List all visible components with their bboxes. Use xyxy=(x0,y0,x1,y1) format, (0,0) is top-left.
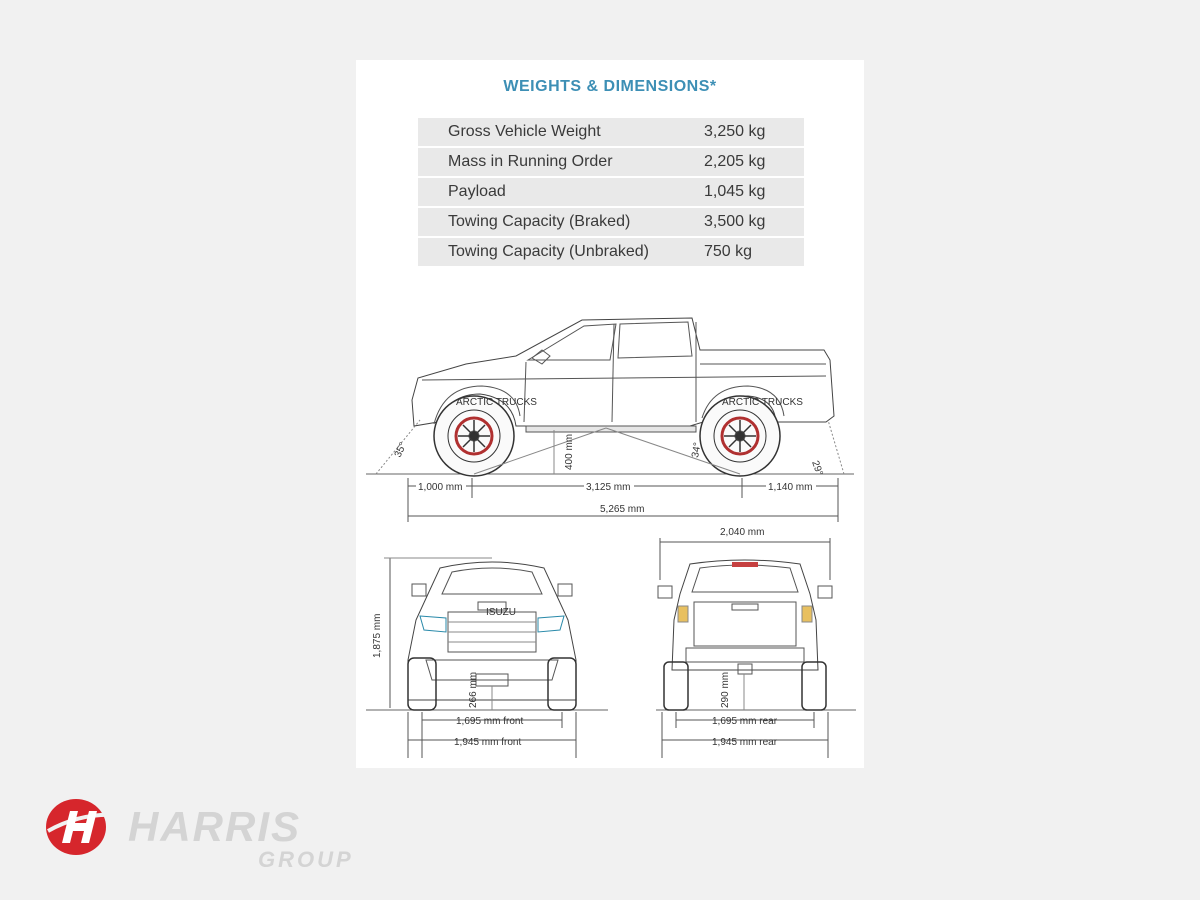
front-overhang-label: 1,000 mm xyxy=(418,482,462,493)
front-badge: ISUZU xyxy=(486,607,516,618)
height-label: 1,875 mm xyxy=(372,614,383,658)
weights-table: Gross Vehicle Weight 3,250 kg Mass in Ru… xyxy=(418,116,804,268)
sheet-title: WEIGHTS & DIMENSIONS* xyxy=(503,78,717,95)
rear-ground-clearance-label: 290 mm xyxy=(720,672,731,708)
rear-mirror-width-label: 2,040 mm xyxy=(720,527,764,538)
table-row: Payload 1,045 kg xyxy=(418,178,804,206)
rear-track-label: 1,695 mm rear xyxy=(712,716,778,727)
spec-label: Gross Vehicle Weight xyxy=(418,118,704,146)
table-row: Gross Vehicle Weight 3,250 kg xyxy=(418,118,804,146)
approach-angle-label: 35° xyxy=(393,441,409,459)
spec-label: Payload xyxy=(418,178,704,206)
overall-length-label: 5,265 mm xyxy=(600,504,644,515)
front-ground-clearance-label: 266 mm xyxy=(468,672,479,708)
table-row: Towing Capacity (Unbraked) 750 kg xyxy=(418,238,804,266)
spec-label: Towing Capacity (Unbraked) xyxy=(418,238,704,266)
spec-label: Mass in Running Order xyxy=(418,148,704,176)
spec-value: 3,500 kg xyxy=(704,208,804,236)
tire-sidewall-text: ARCTIC TRUCKS xyxy=(456,397,537,408)
front-view-drawing xyxy=(366,557,608,758)
tire-sidewall-text: ARCTIC TRUCKS xyxy=(722,397,803,408)
spec-value: 2,205 kg xyxy=(704,148,804,176)
front-track-label: 1,695 mm front xyxy=(456,716,523,727)
rear-view-drawing xyxy=(656,538,856,758)
logo-sub: GROUP xyxy=(258,847,354,872)
spec-value: 1,045 kg xyxy=(704,178,804,206)
departure-angle-label: 29° xyxy=(809,459,825,477)
rear-width-label: 1,945 mm rear xyxy=(712,737,778,748)
front-width-label: 1,945 mm front xyxy=(454,737,521,748)
table-row: Mass in Running Order 2,205 kg xyxy=(418,148,804,176)
ramp-angle-label: 34° xyxy=(690,442,703,459)
table-row: Towing Capacity (Braked) 3,500 kg xyxy=(418,208,804,236)
spec-value: 750 kg xyxy=(704,238,804,266)
vehicle-dimension-drawings: ARCTIC TRUCKS ARCTIC TRUCKS 35° 400 mm 3… xyxy=(366,317,856,758)
side-view-drawing: ARCTIC TRUCKS ARCTIC TRUCKS xyxy=(366,317,854,477)
harris-group-logo: HARRIS GROUP xyxy=(46,799,354,872)
spec-sheet: WEIGHTS & DIMENSIONS* Gross Vehicle Weig… xyxy=(356,60,864,768)
spec-value: 3,250 kg xyxy=(704,118,804,146)
rear-overhang-label: 1,140 mm xyxy=(768,482,812,493)
logo-name: HARRIS xyxy=(128,803,301,850)
ground-clearance-label: 400 mm xyxy=(564,434,575,470)
wheelbase-label: 3,125 mm xyxy=(586,482,630,493)
spec-label: Towing Capacity (Braked) xyxy=(418,208,704,236)
